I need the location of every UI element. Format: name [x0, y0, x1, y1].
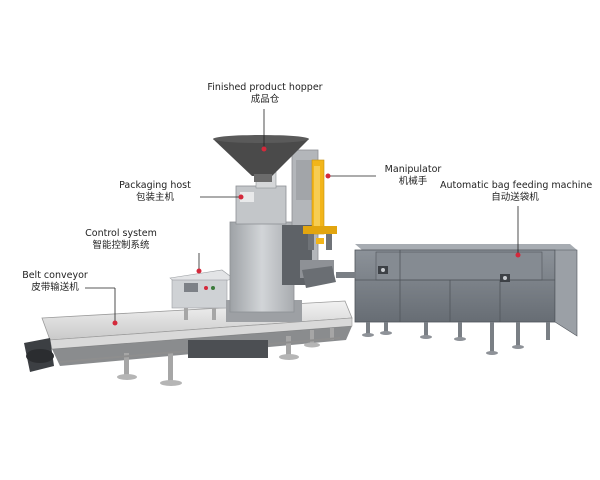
label-en: Manipulator [384, 164, 442, 175]
dot-packaging-host [238, 194, 244, 200]
dot-control-system [196, 268, 202, 274]
manipulator [303, 159, 337, 250]
control-panel [169, 269, 235, 320]
label-automatic-bag-feeding-machine: Automatic bag feeding machine 自动送袋机 [440, 180, 593, 204]
label-en: Control system [85, 228, 157, 239]
label-zh: 成品仓 [250, 94, 280, 105]
dot-bag-feeding [515, 252, 521, 258]
label-en: Belt conveyor [22, 270, 88, 281]
label-zh: 机械手 [398, 176, 428, 187]
automatic-bag-feeding-machine [336, 244, 578, 355]
dot-finished-hopper [261, 146, 267, 152]
packaging-host [188, 149, 336, 358]
label-manipulator: Manipulator 机械手 [378, 164, 448, 188]
finished-product-hopper [213, 135, 309, 182]
label-zh: 自动送袋机 [491, 192, 539, 203]
label-en: Packaging host [119, 180, 191, 191]
callout-dots [112, 146, 521, 326]
label-packaging-host: Packaging host 包装主机 [112, 180, 198, 204]
callout-leaders [85, 109, 519, 322]
label-en: Finished product hopper [207, 82, 323, 93]
dot-manipulator [325, 173, 331, 179]
label-control-system: Control system 智能控制系统 [76, 228, 166, 252]
label-en: Automatic bag feeding machine [440, 180, 593, 191]
label-finished-product-hopper: Finished product hopper 成品仓 [206, 82, 324, 106]
label-belt-conveyor: Belt conveyor 皮带输送机 [18, 270, 92, 294]
label-zh: 智能控制系统 [92, 240, 150, 251]
dot-belt-conveyor [112, 320, 118, 326]
label-zh: 皮带输送机 [31, 282, 79, 293]
label-zh: 包装主机 [135, 192, 174, 203]
